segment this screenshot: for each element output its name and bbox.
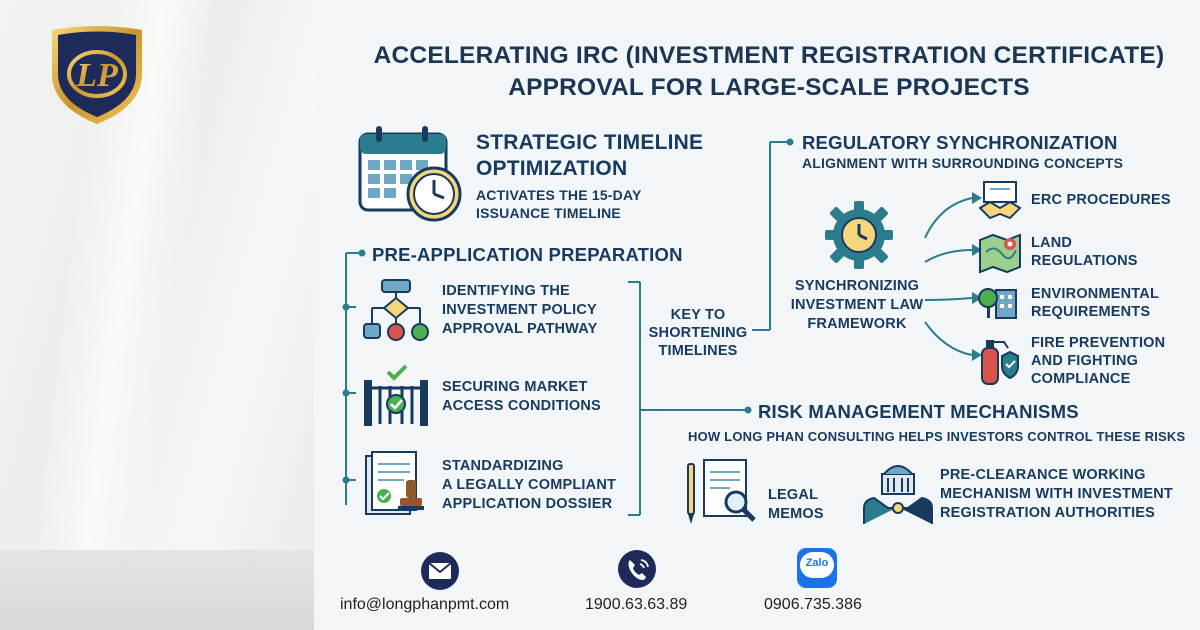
timeline-sub-line2: ISSUANCE TIMELINE bbox=[476, 205, 621, 221]
timeline-heading-line2: OPTIMIZATION bbox=[476, 157, 628, 180]
pre-item-1-line3: APPROVAL PATHWAY bbox=[442, 321, 598, 337]
pre-clearance-line3: REGISTRATION AUTHORITIES bbox=[940, 505, 1156, 521]
reg-item-2-line1: LAND bbox=[1031, 235, 1073, 251]
gear-clock-icon bbox=[825, 201, 893, 269]
reg-item-3-line1: ENVIRONMENTAL bbox=[1031, 286, 1159, 302]
email-text[interactable]: info@longphanpmt.com bbox=[340, 596, 510, 613]
svg-text:LP: LP bbox=[75, 57, 118, 94]
timeline-heading-line1: STRATEGIC TIMELINE bbox=[476, 131, 704, 154]
pre-item-2-line1: SECURING MARKET bbox=[442, 379, 588, 395]
pre-item-3-line2: A LEGALLY COMPLIANT bbox=[442, 477, 617, 493]
legal-memo-icon bbox=[687, 459, 756, 524]
environment-building-icon bbox=[978, 288, 1017, 319]
market-gate-icon bbox=[364, 364, 428, 426]
risk-heading: RISK MANAGEMENT MECHANISMS bbox=[758, 401, 1079, 422]
regulatory-heading: REGULATORY SYNCHRONIZATION bbox=[802, 132, 1118, 153]
timeline-sub-line1: ACTIVATES THE 15-DAY bbox=[476, 187, 642, 203]
handshake-certificate-icon bbox=[978, 181, 1022, 220]
reg-item-4-line1: FIRE PREVENTION bbox=[1031, 335, 1166, 351]
main-title-line1: ACCELERATING IRC (INVESTMENT REGISTRATIO… bbox=[373, 42, 1165, 69]
reg-item-2-line2: REGULATIONS bbox=[1031, 253, 1138, 269]
key-line2: SHORTENING bbox=[648, 325, 748, 341]
email-icon[interactable] bbox=[420, 551, 460, 591]
infographic-panel bbox=[314, 0, 1200, 630]
zalo-icon[interactable]: Zalo bbox=[797, 548, 837, 588]
sync-center-line2: INVESTMENT LAW bbox=[790, 297, 924, 313]
long-phan-logo[interactable]: LP bbox=[44, 24, 150, 128]
regulatory-subheading: ALIGNMENT WITH SURROUNDING CONCEPTS bbox=[802, 155, 1124, 171]
pre-item-2-line2: ACCESS CONDITIONS bbox=[442, 398, 601, 414]
zalo-number-text[interactable]: 0906.735.386 bbox=[764, 596, 862, 613]
phone-icon[interactable] bbox=[617, 549, 657, 589]
pre-item-1-line1: IDENTIFYING THE bbox=[442, 283, 570, 299]
legal-memos-line2: MEMOS bbox=[768, 506, 824, 522]
risk-subheading: HOW LONG PHAN CONSULTING HELPS INVESTORS… bbox=[688, 429, 1186, 444]
reg-item-4-line2: AND FIGHTING bbox=[1031, 353, 1139, 369]
reg-item-3-line2: REQUIREMENTS bbox=[1031, 304, 1151, 320]
zalo-icon-label: Zalo bbox=[805, 557, 829, 569]
key-line1: KEY TO bbox=[670, 307, 726, 323]
reg-item-4-line3: COMPLIANCE bbox=[1031, 371, 1131, 387]
key-line3: TIMELINES bbox=[658, 343, 738, 359]
legal-memos-line1: LEGAL bbox=[768, 487, 819, 503]
background-floor bbox=[0, 550, 314, 630]
sync-center-line1: SYNCHRONIZING bbox=[794, 278, 920, 294]
government-handshake-icon bbox=[863, 465, 933, 524]
land-map-icon bbox=[979, 233, 1021, 274]
pre-clearance-line1: PRE-CLEARANCE WORKING bbox=[940, 467, 1146, 483]
sync-center-line3: FRAMEWORK bbox=[807, 316, 907, 332]
pre-item-3-line1: STANDARDIZING bbox=[442, 458, 564, 474]
calendar-clock-icon bbox=[358, 126, 462, 222]
flowchart-icon bbox=[363, 279, 429, 341]
phone-text[interactable]: 1900.63.63.89 bbox=[585, 596, 688, 613]
pre-item-1-line2: INVESTMENT POLICY bbox=[442, 302, 597, 318]
fire-extinguisher-icon bbox=[981, 340, 1019, 385]
dossier-stamp-icon bbox=[365, 451, 424, 515]
background-wall bbox=[0, 0, 314, 630]
main-title-line2: APPROVAL FOR LARGE-SCALE PROJECTS bbox=[508, 74, 1030, 101]
pre-item-3-line3: APPLICATION DOSSIER bbox=[442, 496, 613, 512]
pre-clearance-line2: MECHANISM WITH INVESTMENT bbox=[940, 486, 1173, 502]
reg-item-1-line1: ERC PROCEDURES bbox=[1031, 192, 1171, 208]
pre-application-heading: PRE-APPLICATION PREPARATION bbox=[372, 244, 683, 265]
